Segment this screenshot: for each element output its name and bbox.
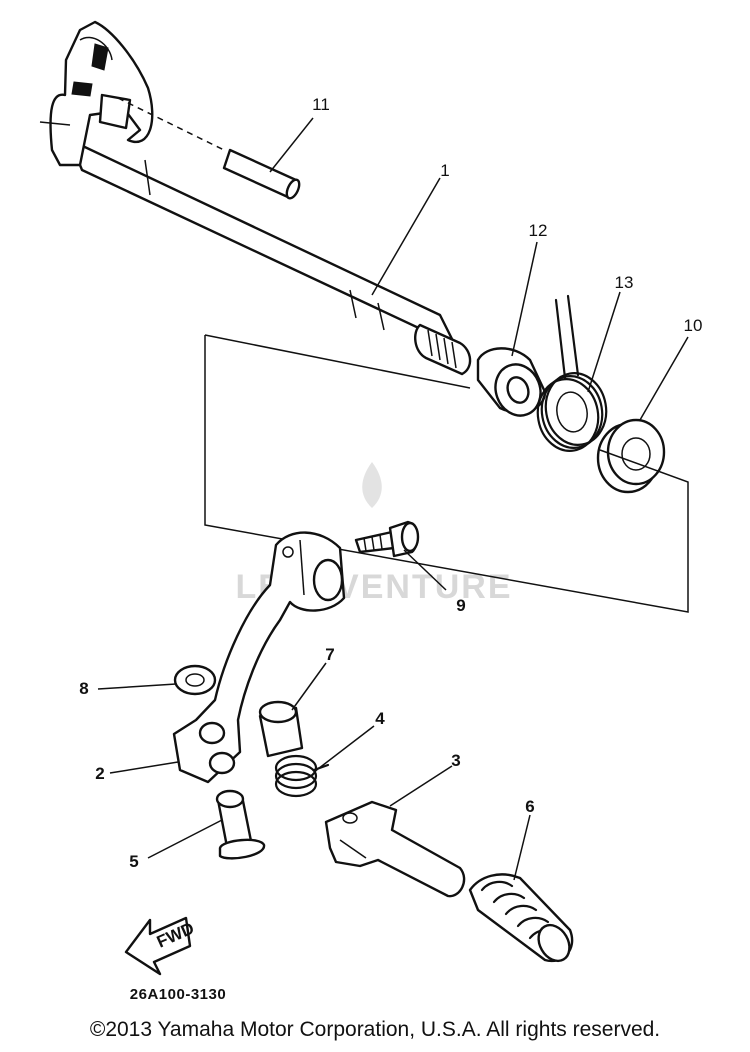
callout-1: 1 <box>440 161 449 180</box>
shift-lever <box>172 531 346 784</box>
oil-seal <box>596 418 666 494</box>
pinch-bolt <box>354 520 420 558</box>
fwd-arrow: FWD <box>124 916 197 976</box>
leader-lines <box>97 117 689 881</box>
small-spring <box>274 754 330 798</box>
pivot-bolt <box>215 789 266 860</box>
pedal-arm <box>324 800 466 898</box>
callout-7: 7 <box>325 645 334 664</box>
shift-shaft <box>39 20 472 376</box>
callout-10: 10 <box>684 316 703 335</box>
assembly-outline <box>204 334 689 613</box>
callout-13: 13 <box>615 273 634 292</box>
dowel-pin <box>117 97 301 200</box>
collar <box>258 700 304 758</box>
callout-2: 2 <box>95 764 104 783</box>
return-spring <box>536 294 608 452</box>
callout-8: 8 <box>79 679 88 698</box>
copyright-notice: ©2013 Yamaha Motor Corporation, U.S.A. A… <box>89 1018 661 1041</box>
callout-9: 9 <box>456 596 465 615</box>
callout-12: 12 <box>529 221 548 240</box>
callout-6: 6 <box>525 797 534 816</box>
callout-3: 3 <box>451 751 460 770</box>
washer <box>173 664 217 696</box>
callouts: 11 1 12 13 10 9 8 7 4 2 3 5 6 <box>79 95 702 871</box>
pedal-rubber <box>468 873 574 963</box>
callout-4: 4 <box>375 709 385 728</box>
drawing-code: 26A100-3130 <box>130 986 226 1003</box>
callout-11: 11 <box>312 95 330 114</box>
callout-5: 5 <box>129 852 138 871</box>
